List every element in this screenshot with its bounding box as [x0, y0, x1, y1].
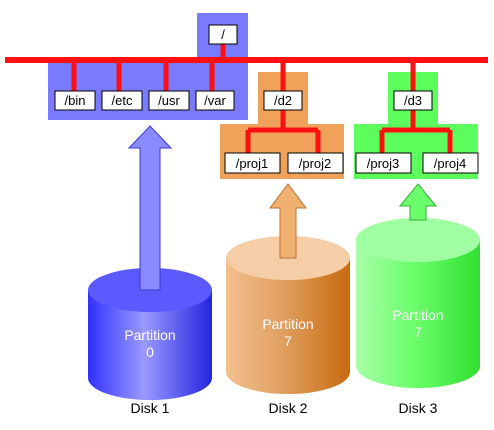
directory-bus [5, 44, 488, 154]
dir-box-d2[interactable] [263, 90, 303, 111]
disk3-caption: Disk 3 [399, 400, 438, 416]
disk3-partition-number: 7 [414, 324, 422, 340]
dir-box-etc[interactable] [101, 90, 143, 111]
disk2-caption: Disk 2 [269, 400, 308, 416]
root-dir-label: / [221, 27, 225, 42]
disk2-partition-number: 7 [284, 333, 292, 349]
dir-label-var: /var [204, 93, 226, 108]
dir-label-bin: /bin [65, 93, 86, 108]
dir-label-d2: /d2 [274, 93, 292, 108]
dir-label-d3: /d3 [404, 93, 422, 108]
disk3-partition-label: Partition [392, 307, 443, 323]
disk1-mount-arrow-icon [127, 125, 173, 291]
disk1-partition-label: Partition [124, 327, 175, 343]
dir-box-proj2[interactable] [287, 152, 344, 174]
dir-box-proj4[interactable] [422, 152, 479, 174]
dir-label-usr: /usr [158, 93, 180, 108]
disk2-mount-arrow-icon [269, 183, 307, 259]
disk2-partition-label: Partition [262, 316, 313, 332]
dir-label-proj4: /proj4 [434, 156, 467, 171]
disk3-cylinder [356, 218, 480, 388]
disk1-caption: Disk 1 [131, 400, 170, 416]
disk3-mount-arrow-icon [398, 183, 438, 221]
root-dir-box[interactable] [208, 24, 238, 45]
dir-label-etc: /etc [112, 93, 133, 108]
dir-box-bin[interactable] [54, 90, 96, 111]
dir-label-proj2: /proj2 [299, 156, 332, 171]
dir-label-proj1: /proj1 [236, 156, 269, 171]
dir-box-usr[interactable] [148, 90, 190, 111]
disk2-cylinder [226, 236, 350, 394]
dir-box-d3[interactable] [393, 90, 433, 111]
disk1-partition-number: 0 [146, 344, 154, 360]
dir-box-proj1[interactable] [224, 152, 281, 174]
dir-label-proj3: /proj3 [367, 156, 400, 171]
dir-box-proj3[interactable] [355, 152, 412, 174]
dir-box-var[interactable] [195, 90, 235, 111]
